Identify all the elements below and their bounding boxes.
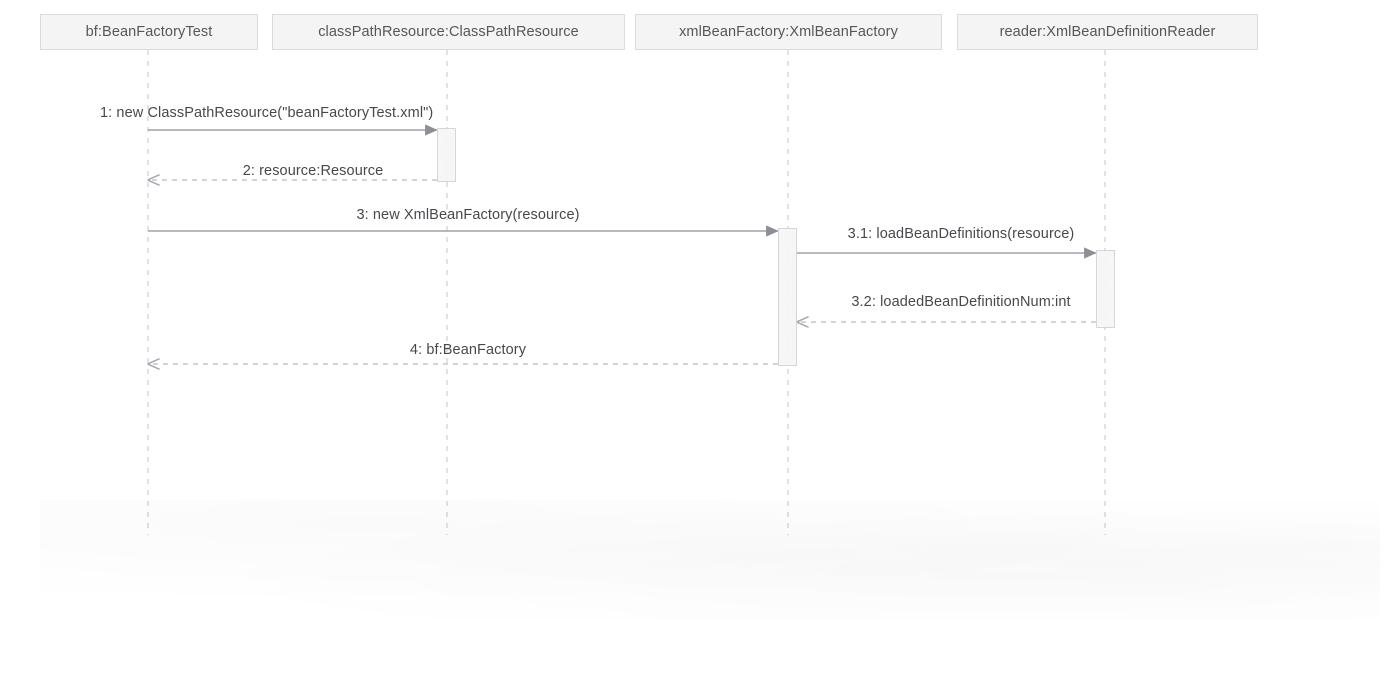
- message-label-1: 1: new ClassPathResource("beanFactoryTes…: [100, 105, 434, 121]
- message-label-3.2: 3.2: loadedBeanDefinitionNum:int: [851, 294, 1071, 310]
- lifeline-label-bf: bf:BeanFactoryTest: [85, 24, 213, 40]
- messages-group: [148, 124, 1097, 364]
- message-label-2: 2: resource:Resource: [242, 163, 384, 179]
- act-reader[interactable]: [1096, 250, 1115, 328]
- lifeline-header-xmlBeanFactory[interactable]: xmlBeanFactory:XmlBeanFactory: [635, 14, 942, 50]
- lifeline-label-xmlBeanFactory: xmlBeanFactory:XmlBeanFactory: [679, 24, 898, 40]
- message-label-3: 3: new XmlBeanFactory(resource): [356, 207, 580, 223]
- lifeline-header-classPathResource[interactable]: classPathResource:ClassPathResource: [272, 14, 625, 50]
- act-xmlBeanFactory[interactable]: [778, 228, 797, 366]
- message-label-3.1: 3.1: loadBeanDefinitions(resource): [847, 226, 1075, 242]
- lifeline-label-reader: reader:XmlBeanDefinitionReader: [999, 24, 1216, 40]
- lifeline-label-classPathResource: classPathResource:ClassPathResource: [318, 24, 579, 40]
- act-classPathResource[interactable]: [437, 128, 456, 182]
- lifeline-header-reader[interactable]: reader:XmlBeanDefinitionReader: [957, 14, 1258, 50]
- lifeline-header-bf[interactable]: bf:BeanFactoryTest: [40, 14, 258, 50]
- message-label-4: 4: bf:BeanFactory: [409, 342, 527, 358]
- lifelines-group: [147, 50, 1106, 535]
